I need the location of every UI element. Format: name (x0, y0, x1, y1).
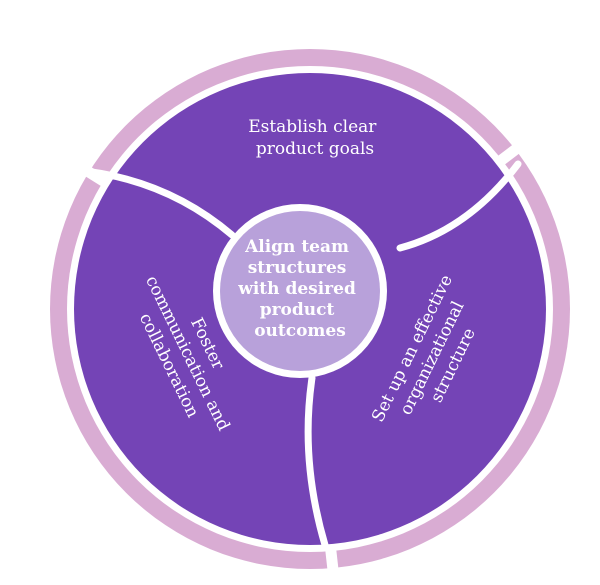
divider-top-right (396, 160, 522, 252)
segment-dividers (71, 160, 522, 549)
segment-label-top: Establish clear product goals (248, 117, 382, 159)
center-line-1: Align team (244, 237, 349, 257)
divider-top-left (71, 166, 236, 239)
center-circle (220, 211, 380, 371)
center-line-3: with desired (237, 279, 356, 299)
center-line-4: product (260, 300, 335, 320)
ring-separator-bottom (324, 542, 340, 580)
segment-top-line-1: Establish clear (248, 117, 377, 137)
center-line-5: outcomes (254, 321, 346, 341)
segment-top-line-2: product goals (256, 139, 374, 159)
center-line-2: structures (248, 258, 347, 278)
center-label: Align team structures with desired produ… (237, 237, 362, 341)
divider-bottom (304, 374, 329, 549)
ring-separator-right (495, 135, 532, 167)
